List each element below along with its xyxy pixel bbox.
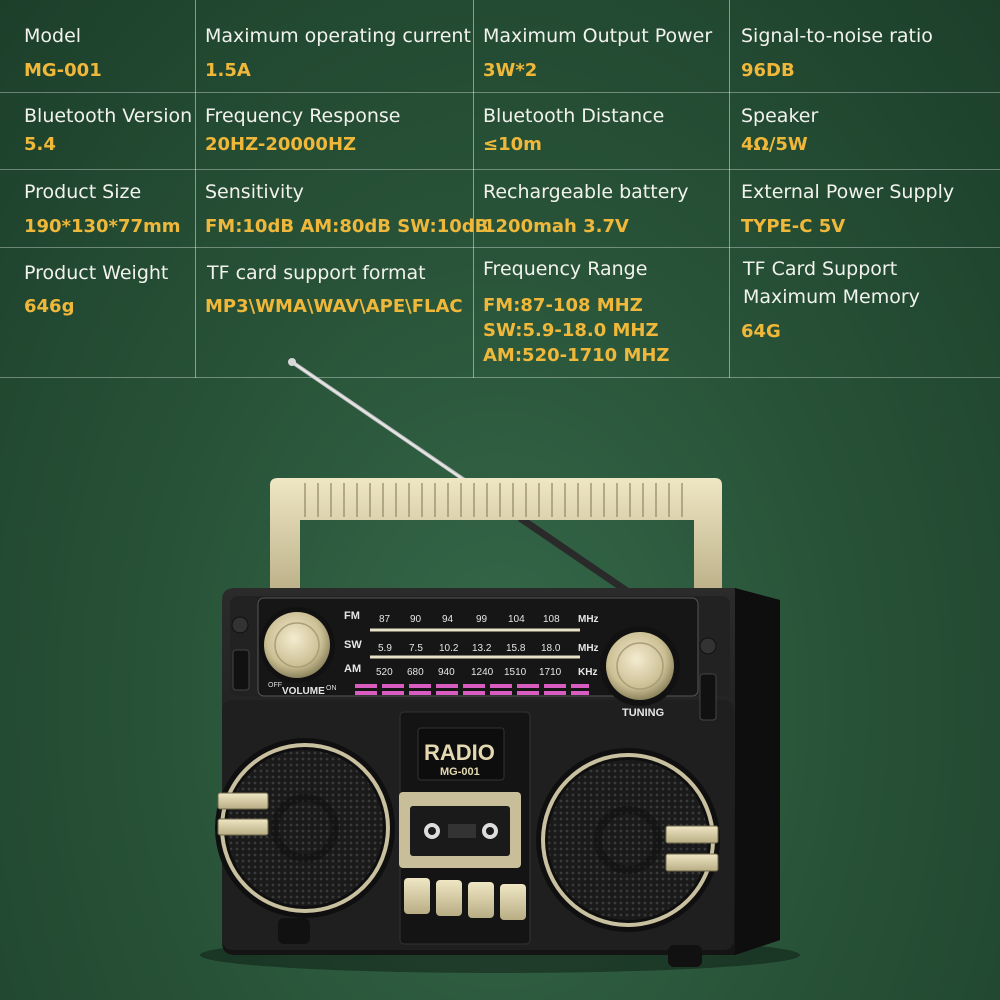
divider [729, 0, 730, 378]
spec-value-freq-range-sw: SW:5.9-18.0 MHZ [483, 320, 659, 341]
model-label: MG-001 [440, 766, 480, 778]
spec-value-battery: 1200mah 3.7V [483, 216, 629, 237]
am-tick: 680 [407, 667, 424, 678]
spec-label-tf-memory-line1: TF Card Support [743, 258, 898, 280]
left-speaker [215, 738, 395, 918]
mode-button[interactable] [500, 884, 526, 920]
screw-icon [699, 637, 717, 655]
spec-value-max-current: 1.5A [205, 60, 251, 81]
spec-label-freq-range: Frequency Range [483, 258, 648, 280]
sw-tick: 15.8 [506, 643, 526, 654]
divider [0, 247, 1000, 248]
side-grip [232, 649, 250, 691]
screw-icon [231, 616, 249, 634]
spec-value-bt-version: 5.4 [24, 134, 56, 155]
play-button[interactable] [404, 878, 430, 914]
spec-value-freq-range-fm: FM:87-108 MHZ [483, 295, 643, 316]
spec-value-tf-format: MP3\WMA\WAV\APE\FLAC [205, 296, 463, 317]
side-grip [699, 673, 717, 721]
pause-button[interactable] [468, 882, 494, 918]
spec-value-bt-distance: ≤10m [483, 134, 542, 155]
spec-label-speaker: Speaker [741, 105, 819, 127]
fm-tick: 108 [543, 614, 560, 625]
rewind-button[interactable] [436, 880, 462, 916]
spec-label-bt-distance: Bluetooth Distance [483, 105, 665, 127]
volume-label: VOLUME [282, 686, 325, 697]
divider [0, 169, 1000, 170]
fm-tick: 104 [508, 614, 525, 625]
spec-value-tf-memory: 64G [741, 321, 781, 342]
spec-label-ext-power: External Power Supply [741, 181, 955, 203]
divider [195, 0, 196, 378]
sw-band-label: SW [344, 639, 362, 651]
spec-label-freq-response: Frequency Response [205, 105, 401, 127]
am-tick: 1710 [539, 667, 562, 678]
spec-value-product-size: 190*130*77mm [24, 216, 181, 237]
divider [0, 92, 1000, 93]
am-tick: 520 [376, 667, 393, 678]
divider [473, 0, 474, 378]
sw-tick: 5.9 [378, 643, 392, 654]
cassette-deck [399, 792, 521, 868]
tuning-label: TUNING [622, 707, 664, 719]
spec-label-tf-format: TF card support format [207, 262, 426, 284]
fm-tick: 90 [410, 614, 422, 625]
fm-band-label: FM [344, 610, 360, 622]
spec-label-snr: Signal-to-noise ratio [741, 25, 933, 47]
divider [0, 377, 1000, 378]
am-tick: 940 [438, 667, 455, 678]
spec-value-max-output: 3W*2 [483, 60, 538, 81]
sw-tick: 13.2 [472, 643, 492, 654]
am-tick: 1240 [471, 667, 494, 678]
spec-label-product-weight: Product Weight [24, 262, 169, 284]
spec-value-model: MG-001 [24, 60, 102, 81]
fm-tick: 99 [476, 614, 488, 625]
spec-label-tf-memory-line2: Maximum Memory [743, 286, 920, 308]
right-speaker [536, 748, 720, 932]
fm-tick: 94 [442, 614, 454, 625]
spec-label-battery: Rechargeable battery [483, 181, 689, 203]
tuning-dial: FM 87 90 94 99 104 108 MHz SW 5.9 7.5 10… [257, 597, 699, 697]
spec-label-max-output: Maximum Output Power [483, 25, 713, 47]
radio-illustration: FM 87 90 94 99 104 108 MHz SW 5.9 7.5 10… [200, 358, 800, 973]
spec-table: Model MG-001 Maximum operating current 1… [0, 0, 1000, 378]
sw-unit: MHz [578, 643, 599, 654]
spec-label-model: Model [24, 25, 82, 47]
spec-value-freq-range-am: AM:520-1710 MHZ [483, 345, 670, 366]
spec-value-sensitivity: FM:10dB AM:80dB SW:10dB [205, 216, 489, 237]
foot [668, 945, 702, 967]
fm-unit: MHz [578, 614, 599, 625]
am-tick: 1510 [504, 667, 527, 678]
spec-value-speaker: 4Ω/5W [741, 134, 808, 155]
spec-label-max-current: Maximum operating current [205, 25, 471, 47]
carry-handle [270, 478, 722, 600]
sw-tick: 18.0 [541, 643, 561, 654]
sw-tick: 10.2 [439, 643, 459, 654]
spec-label-sensitivity: Sensitivity [205, 181, 304, 203]
spec-value-product-weight: 646g [24, 296, 75, 317]
tuning-knob[interactable] [600, 626, 680, 706]
spec-value-freq-response: 20HZ-20000HZ [205, 134, 357, 155]
spec-value-ext-power: TYPE-C 5V [741, 216, 846, 237]
spec-label-bt-version: Bluetooth Version [24, 105, 193, 127]
volume-off-label: OFF [268, 682, 282, 689]
foot [278, 918, 310, 944]
fm-tick: 87 [379, 614, 391, 625]
am-band-label: AM [344, 663, 361, 675]
volume-knob[interactable] [259, 607, 335, 683]
sw-tick: 7.5 [409, 643, 423, 654]
volume-on-label: ON [326, 685, 337, 692]
brand-logo: RADIO [424, 740, 495, 765]
spec-value-snr: 96DB [741, 60, 795, 81]
spec-label-product-size: Product Size [24, 181, 142, 203]
am-unit: KHz [578, 667, 597, 678]
